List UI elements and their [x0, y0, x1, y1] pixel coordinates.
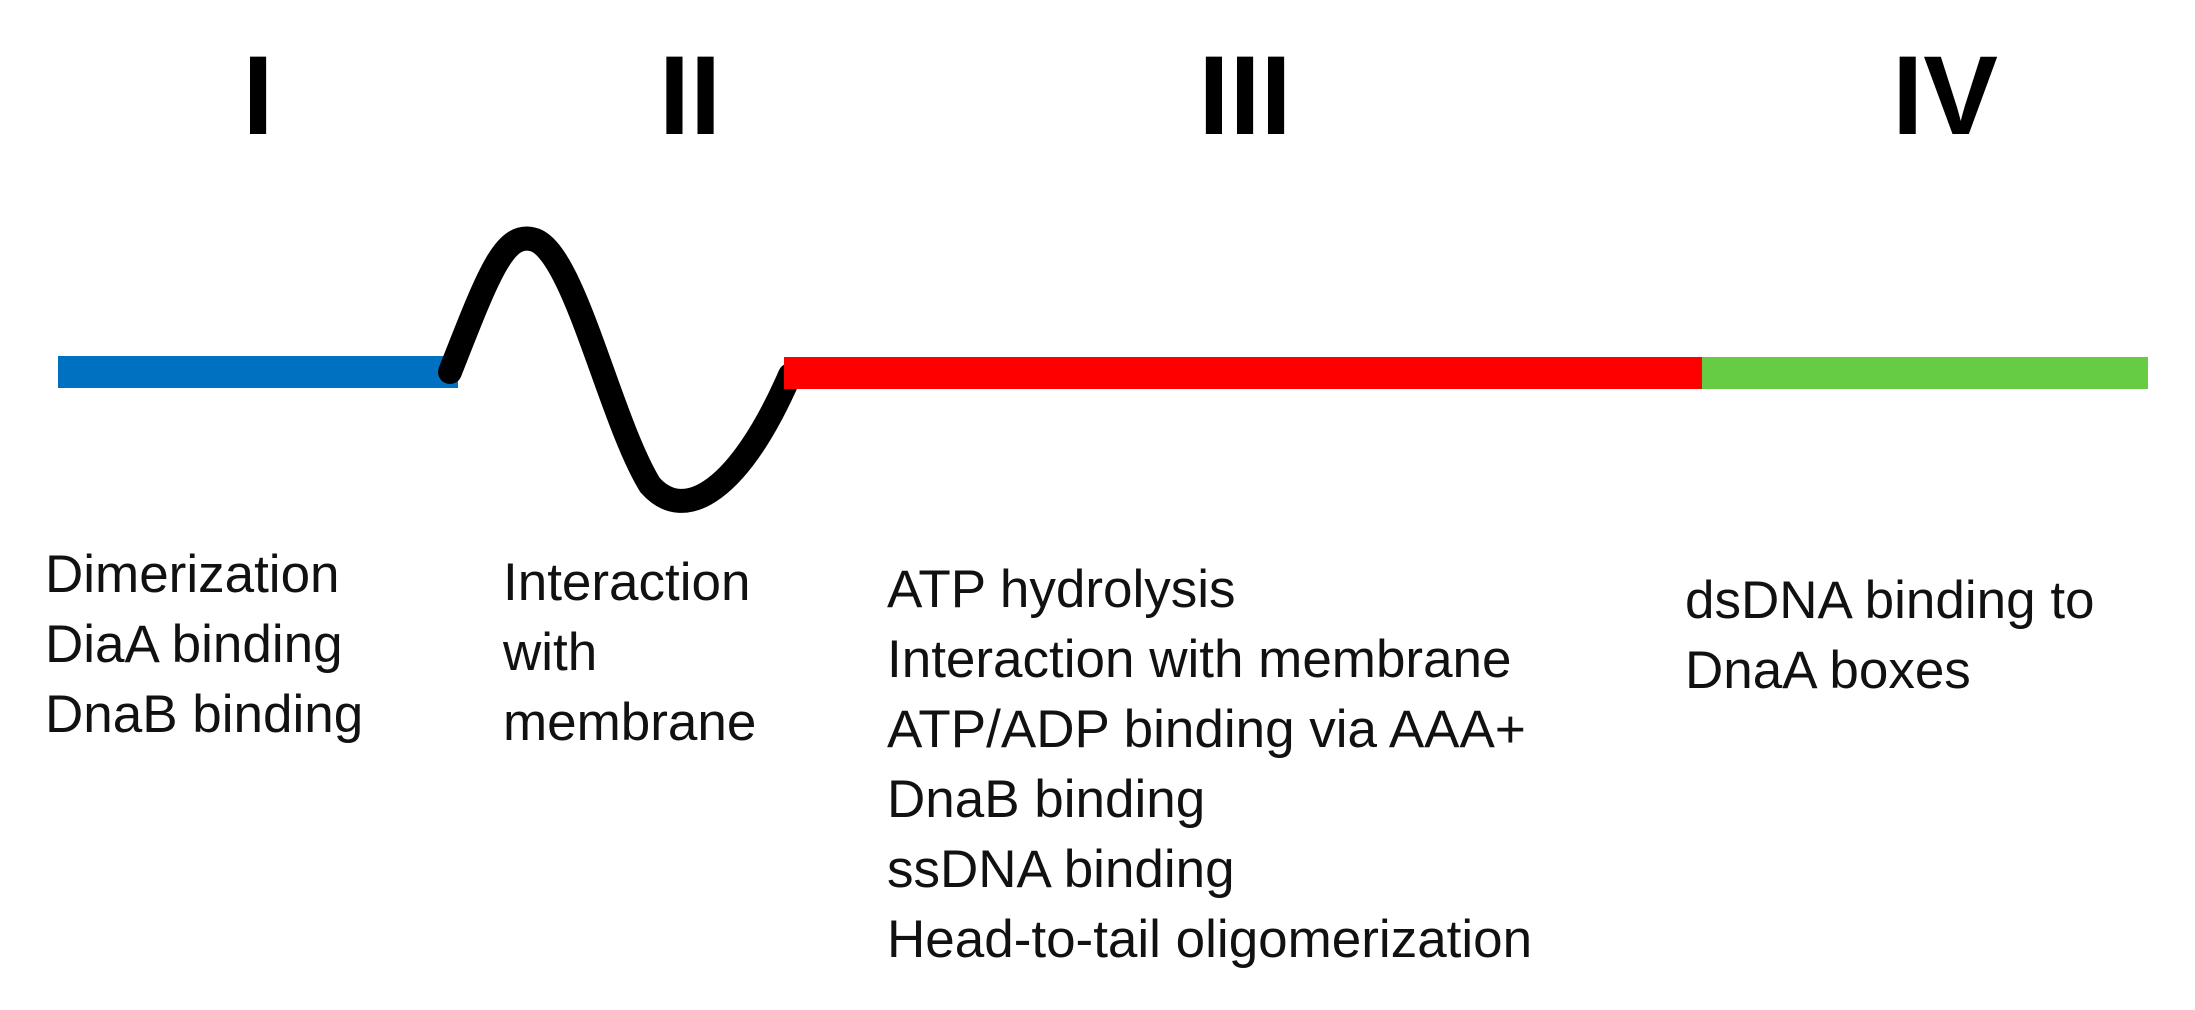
- domain-iv-function: dsDNA binding to: [1685, 571, 2095, 630]
- domain-i-function: DnaB binding: [45, 685, 364, 744]
- domain-i-numeral: I: [242, 33, 274, 158]
- domain-iii-function: ATP/ADP binding via AAA+: [887, 700, 1526, 759]
- domain-ii-function: Interaction: [503, 553, 751, 612]
- domain-i-function: Dimerization: [45, 545, 340, 604]
- domain-iii-function: DnaB binding: [887, 770, 1206, 829]
- domain-iv-functions: dsDNA binding to DnaA boxes: [1685, 566, 2095, 706]
- domain-iii-function: Interaction with membrane: [887, 630, 1512, 689]
- domain-iv-function: DnaA boxes: [1685, 641, 1971, 700]
- domain-iii-functions: ATP hydrolysis Interaction with membrane…: [887, 555, 1532, 975]
- domain-iii-function: ATP hydrolysis: [887, 560, 1236, 619]
- domain-ii-function: with: [503, 623, 598, 682]
- domain-i-functions: Dimerization DiaA binding DnaB binding: [45, 540, 363, 750]
- domain-ii-functions: Interaction with membrane: [503, 548, 756, 758]
- domain-i-function: DiaA binding: [45, 615, 343, 674]
- domain-iii-function: Head-to-tail oligomerization: [887, 910, 1533, 969]
- domain-ii-function: membrane: [503, 693, 757, 752]
- domain-ii-linker: [438, 226, 802, 513]
- domain-ii-numeral: II: [658, 33, 722, 158]
- domain-iii-numeral: III: [1198, 33, 1292, 158]
- domain-iv-numeral: IV: [1892, 33, 1998, 158]
- domain-iii-function: ssDNA binding: [887, 840, 1235, 899]
